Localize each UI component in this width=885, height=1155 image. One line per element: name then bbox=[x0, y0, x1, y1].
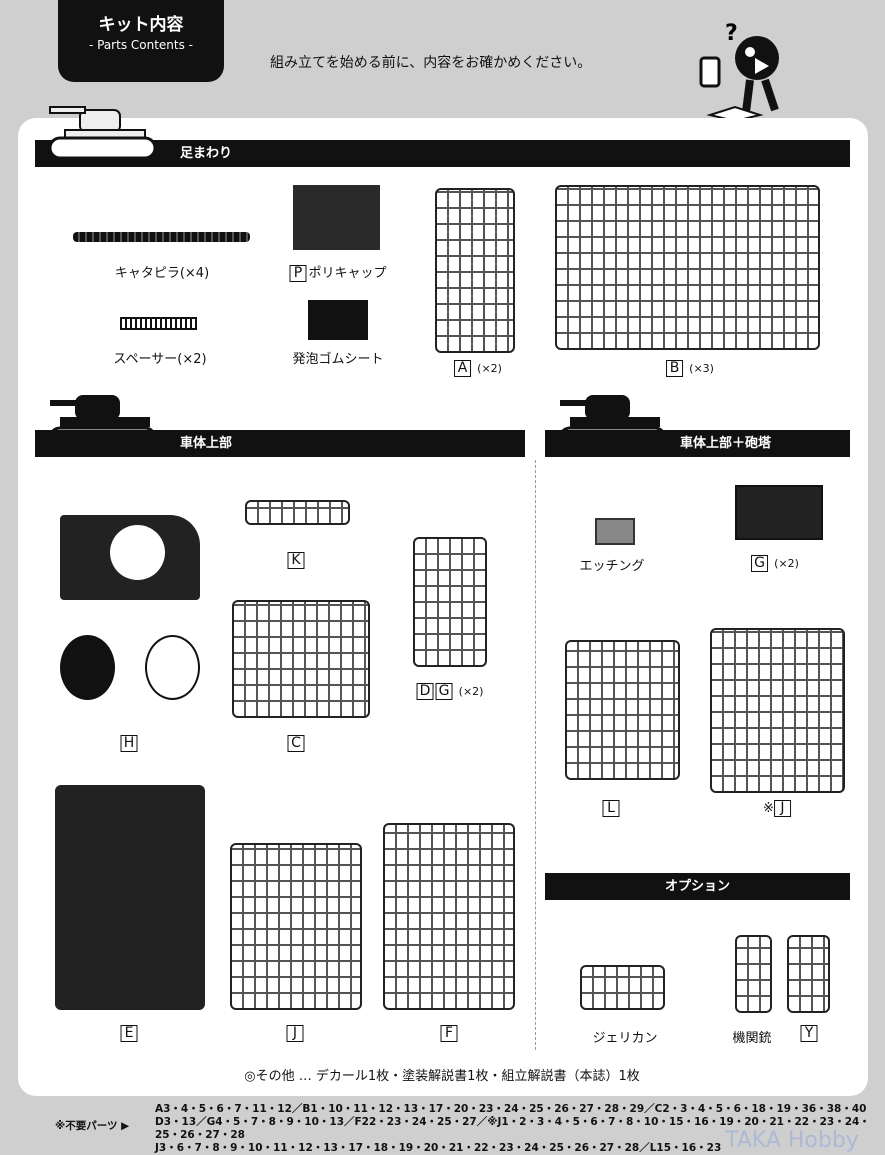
spacer-label: スペーサー(×2) bbox=[113, 352, 207, 367]
jerrican-sprue bbox=[580, 965, 665, 1010]
section-upper-hull-turret: 車体上部＋砲塔 bbox=[545, 430, 850, 457]
etching-label: エッチング bbox=[579, 559, 645, 574]
sprue-K bbox=[245, 500, 350, 525]
section-option: オプション bbox=[545, 873, 850, 900]
jerrican-label: ジェリカン bbox=[592, 1031, 658, 1046]
sprue-G bbox=[735, 485, 823, 540]
unneeded-parts-list: A3・4・5・6・7・11・12／B1・10・11・12・13・17・20・23… bbox=[155, 1103, 870, 1154]
sprue-J-alt bbox=[710, 628, 845, 793]
unneeded-label: ※不要パーツ ▶ bbox=[55, 1120, 130, 1132]
sprue-J-alt-label: ※J bbox=[763, 800, 793, 817]
sprue-C bbox=[232, 600, 370, 718]
track-label: キャタピラ(×4) bbox=[114, 266, 210, 281]
sprue-B-label: B (×3) bbox=[666, 360, 714, 377]
sprue-J bbox=[230, 843, 362, 1010]
machine-gun-label: 機関銃 bbox=[732, 1031, 772, 1046]
intro-text: 組み立てを始める前に、内容をお確かめください。 bbox=[270, 55, 592, 71]
sprue-A-label: A (×2) bbox=[454, 360, 502, 377]
other-contents: ◎その他 … デカール1枚・塗装解説書1枚・組立解説書（本誌）1枚 bbox=[244, 1069, 640, 1084]
divider bbox=[535, 460, 536, 1050]
section-running-gear: 足まわり bbox=[35, 140, 850, 167]
sprue-A bbox=[435, 188, 515, 353]
etching-part bbox=[595, 518, 635, 545]
sprue-L bbox=[565, 640, 680, 780]
svg-text:?: ? bbox=[725, 21, 738, 46]
sprue-B bbox=[555, 185, 820, 350]
polycap-part bbox=[293, 185, 380, 250]
sprue-K-label: K bbox=[287, 552, 307, 569]
sprue-Y bbox=[787, 935, 830, 1013]
spacer-part bbox=[120, 317, 197, 330]
tank-icon bbox=[48, 106, 157, 160]
part-H bbox=[55, 515, 205, 715]
page-title: キット内容 bbox=[98, 15, 184, 35]
sprue-E bbox=[55, 785, 205, 1010]
part-H-label: H bbox=[120, 735, 140, 752]
sprue-C-label: C bbox=[287, 735, 307, 752]
section-upper-hull: 車体上部 bbox=[35, 430, 525, 457]
sprue-G-label: G (×2) bbox=[751, 555, 799, 572]
sprue-F-label: F bbox=[440, 1025, 460, 1042]
sprue-DG bbox=[413, 537, 487, 667]
watermark: TAKA Hobby bbox=[725, 1128, 859, 1153]
foam-sheet-part bbox=[308, 300, 368, 340]
foam-label: 発泡ゴムシート bbox=[292, 352, 384, 367]
sprue-Y-label: Y bbox=[800, 1025, 820, 1042]
sprue-E-label: E bbox=[120, 1025, 140, 1042]
track-part bbox=[73, 232, 250, 242]
sprue-L-label: L bbox=[602, 800, 622, 817]
mascot-reading-icon: ? bbox=[699, 21, 779, 123]
header-tab: キット内容 - Parts Contents - bbox=[58, 0, 224, 82]
sprue-F bbox=[383, 823, 515, 1010]
page-subtitle: - Parts Contents - bbox=[88, 38, 194, 52]
sprue-J-label: J bbox=[286, 1025, 306, 1042]
machine-gun-sprue bbox=[735, 935, 772, 1013]
